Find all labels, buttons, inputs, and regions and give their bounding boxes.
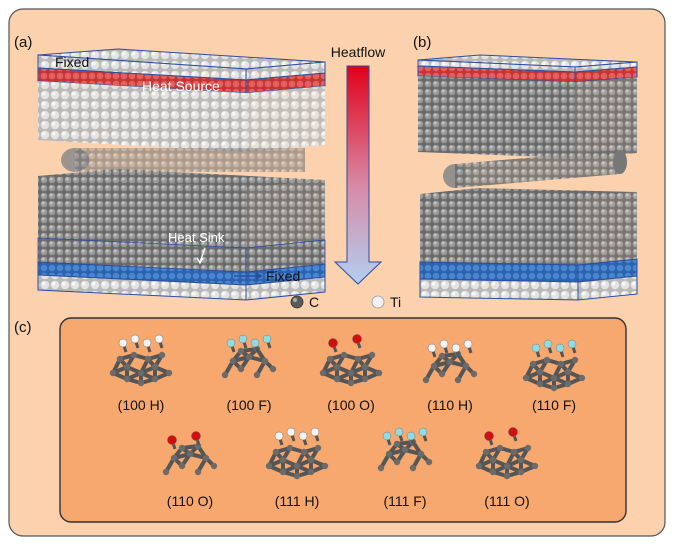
legend-carbon: C — [290, 294, 319, 310]
structure-caption-100o: (100 O) — [327, 397, 375, 413]
structure-caption-100f: (100 F) — [226, 397, 272, 413]
molecule-110o — [162, 431, 218, 476]
nanotube-b — [443, 150, 627, 188]
heat-sink-pointer — [199, 247, 206, 263]
legend-titanium: Ti — [371, 294, 401, 310]
nanotube — [61, 148, 305, 172]
structure-caption-110h: (110 H) — [427, 397, 473, 413]
molecule-100f — [221, 334, 277, 379]
structure-caption-110f: (110 F) — [531, 397, 577, 413]
molecule-111f — [377, 427, 433, 472]
panel-c-label: (c) — [14, 319, 32, 336]
structure-caption-111o: (111 O) — [484, 493, 530, 509]
molecule-structures — [109, 334, 586, 480]
heat-sink-label: Heat Sink — [168, 230, 225, 245]
structure-caption-100h: (100 H) — [117, 397, 165, 413]
molecule-110h — [422, 339, 478, 384]
molecule-111o — [475, 427, 539, 480]
molecule-100o — [319, 334, 383, 387]
heatflow-arrow — [333, 65, 383, 285]
panel-b-slab-model — [417, 54, 638, 301]
molecule-110f — [522, 339, 586, 392]
heat-source-label: Heat Source — [142, 78, 220, 94]
panel-a-label: (a) — [14, 34, 32, 51]
structure-caption-110o: (110 O) — [166, 493, 214, 509]
structure-caption-111f: (111 F) — [383, 493, 427, 509]
panel-b-label: (b) — [413, 34, 431, 51]
fixed-top-label: Fixed — [55, 54, 89, 70]
fixed-bottom-arrow — [234, 272, 263, 280]
structure-caption-111h: (111 H) — [274, 493, 320, 509]
legend-carbon-label: C — [309, 294, 319, 310]
fixed-bottom-label: Fixed — [266, 268, 300, 284]
panel-c-inset — [59, 317, 627, 523]
molecule-100h — [109, 334, 173, 387]
heat-sink-pointer-head — [196, 257, 204, 265]
panel-a-slab-model — [37, 48, 326, 301]
heatflow-label: Heatflow — [331, 44, 386, 60]
legend-titanium-label: Ti — [390, 294, 401, 310]
molecule-111h — [265, 427, 329, 480]
